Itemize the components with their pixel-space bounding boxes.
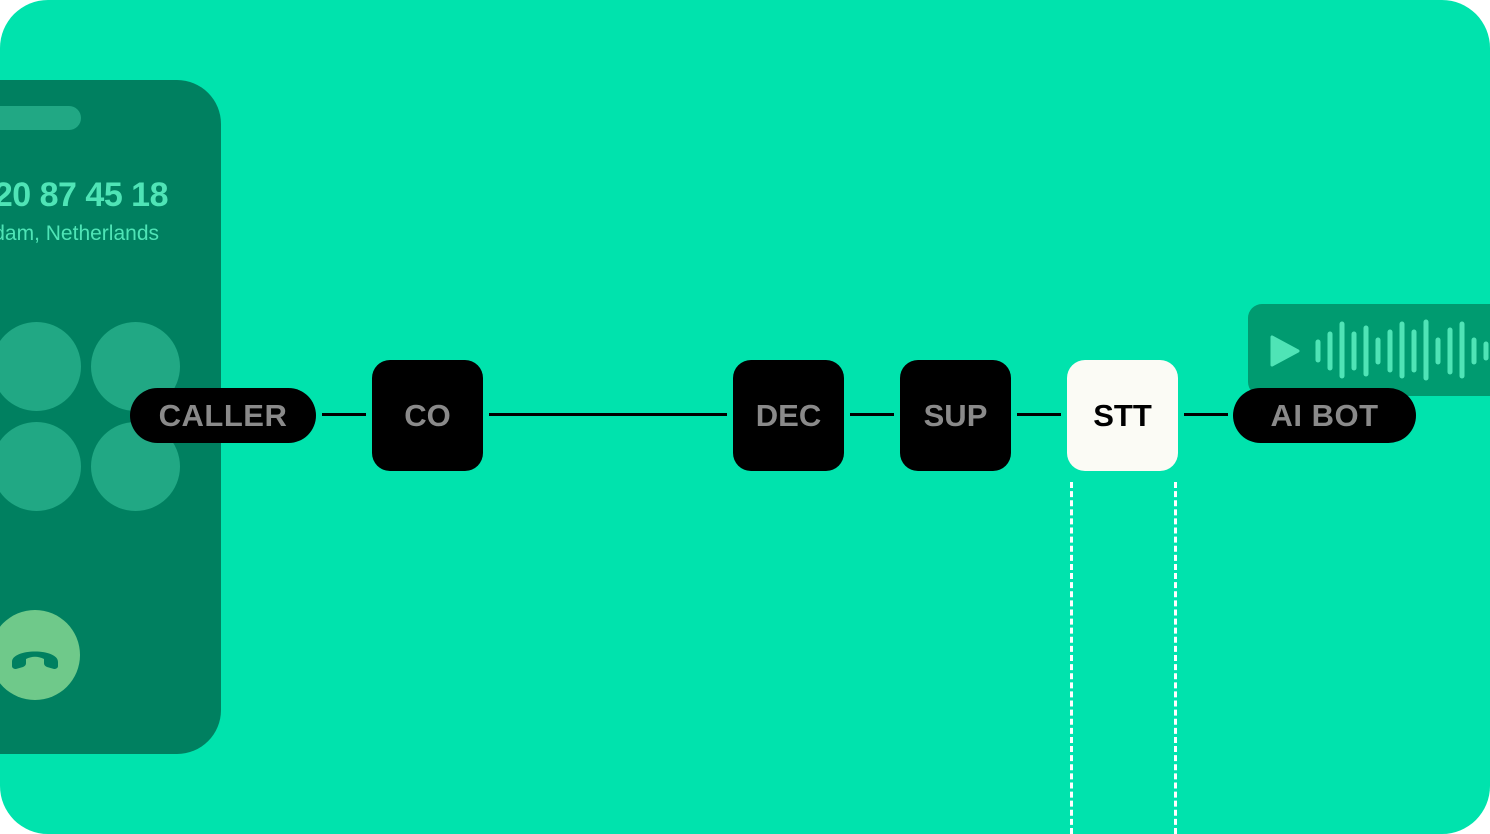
node-dec: DEC bbox=[733, 360, 844, 471]
connector-caller-co bbox=[322, 413, 366, 416]
connector-stt-bot bbox=[1184, 413, 1228, 416]
audio-message-card[interactable] bbox=[1248, 304, 1490, 396]
phone-status-pill bbox=[0, 106, 81, 130]
node-stt: STT bbox=[1067, 360, 1178, 471]
phone-number-text: +31 20 87 45 18 bbox=[0, 176, 169, 214]
connector-co-dec bbox=[489, 413, 727, 416]
phone-hangup-icon bbox=[12, 651, 58, 669]
caller-pill: CALLER bbox=[130, 388, 316, 443]
node-co: CO bbox=[372, 360, 483, 471]
stt-dashed-line-right bbox=[1174, 482, 1177, 834]
waveform-icon bbox=[1315, 319, 1489, 381]
keypad-button[interactable] bbox=[0, 422, 81, 511]
phone-number: +31 20 87 45 18 bbox=[0, 176, 221, 215]
ai-bot-pill: AI BOT bbox=[1233, 388, 1416, 443]
connector-sup-stt bbox=[1017, 413, 1061, 416]
hangup-button[interactable] bbox=[0, 610, 80, 700]
stt-dashed-line-left bbox=[1070, 482, 1073, 834]
node-sup: SUP bbox=[900, 360, 1011, 471]
keypad-button[interactable] bbox=[0, 322, 81, 411]
phone-location: Amsterdam, Netherlands bbox=[0, 222, 159, 245]
play-icon bbox=[1270, 335, 1300, 367]
connector-dec-sup bbox=[850, 413, 894, 416]
